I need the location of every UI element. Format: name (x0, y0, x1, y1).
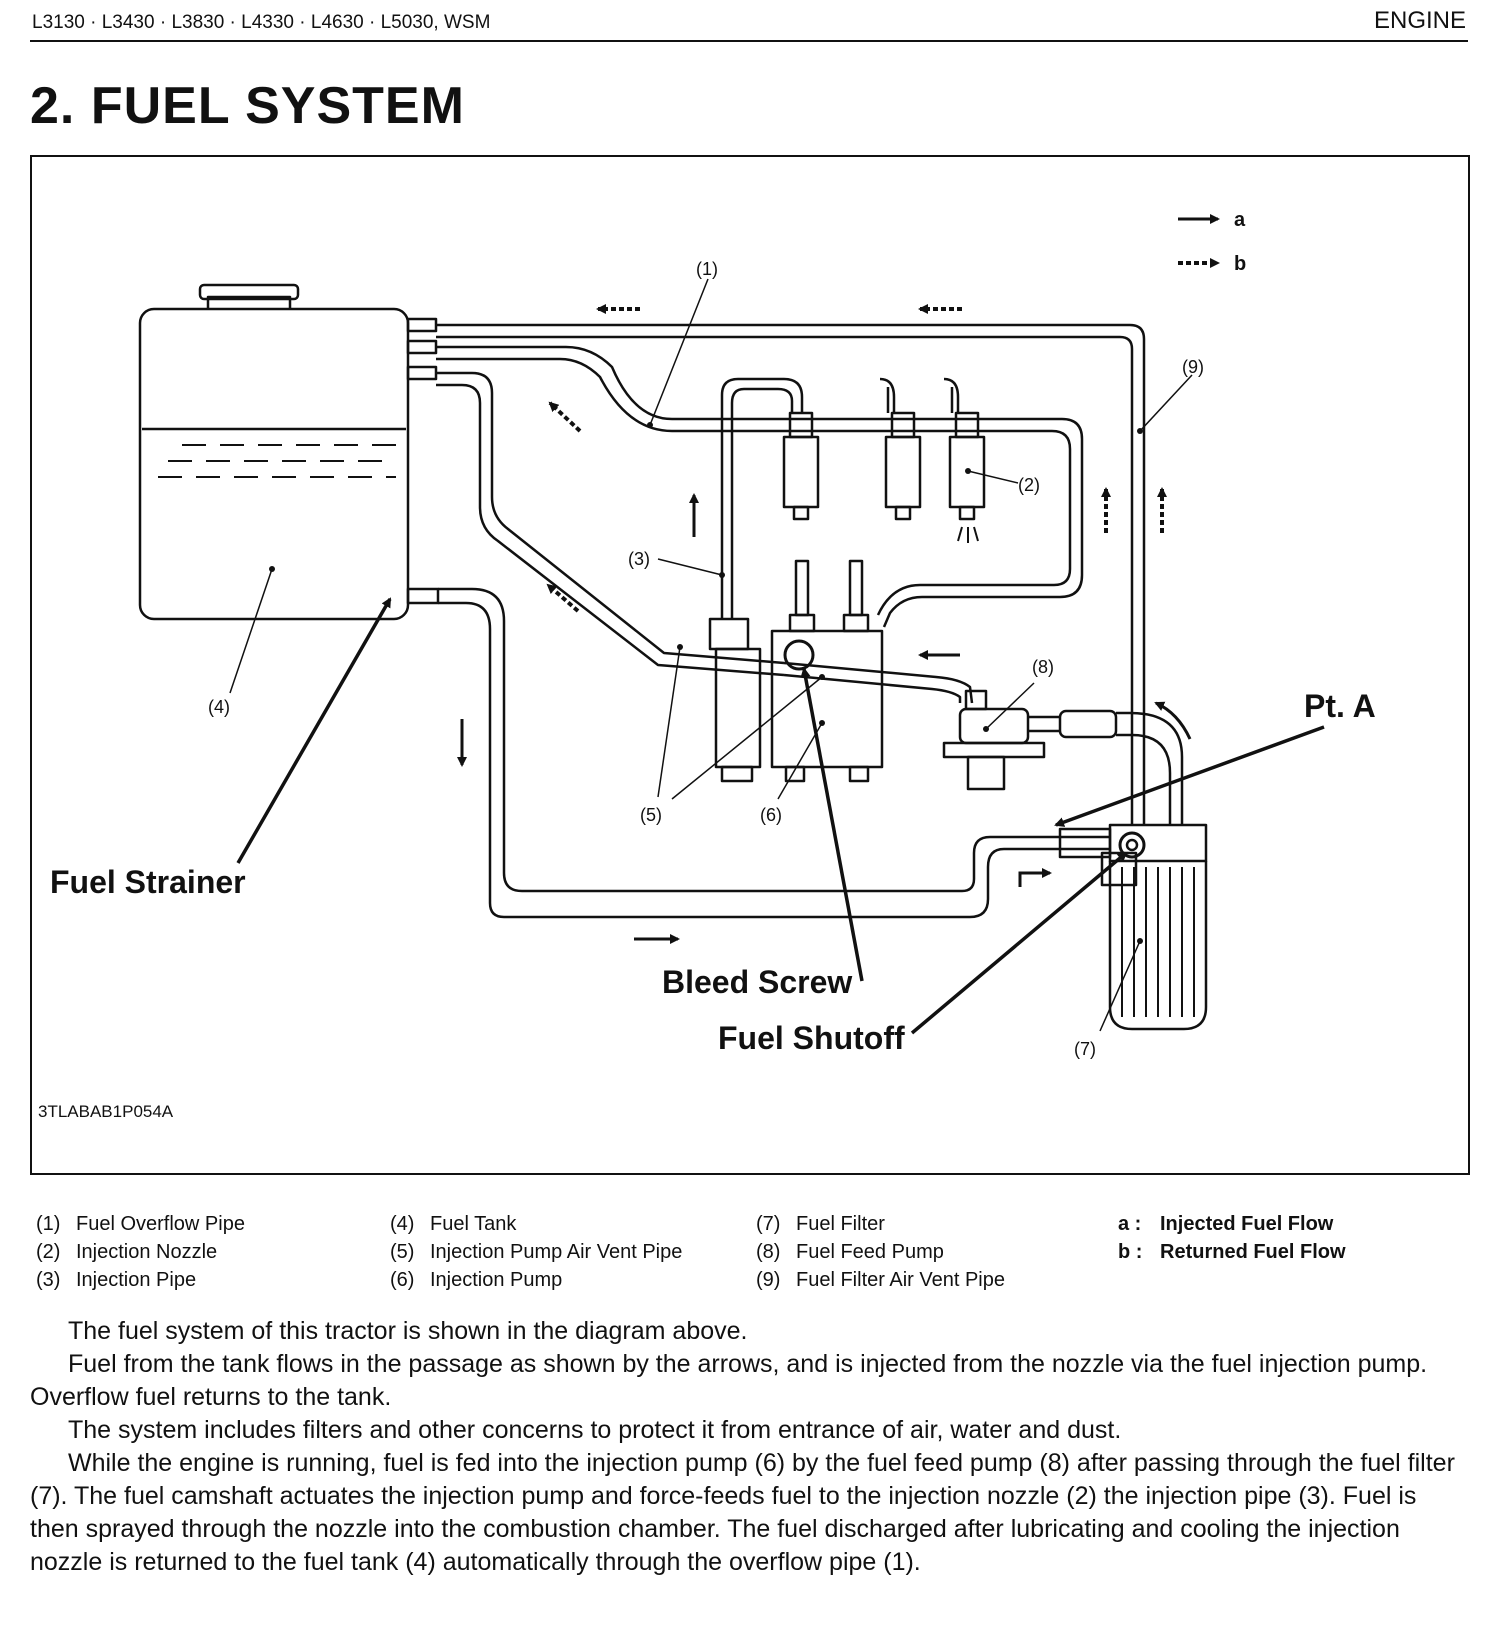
fuel-filter (1100, 823, 1208, 1031)
legend-item: (5)Injection Pump Air Vent Pipe (390, 1241, 683, 1263)
callout-7: (7) (1074, 1039, 1096, 1059)
flow-key-a: a (1234, 209, 1246, 231)
paragraph: The system includes filters and other co… (68, 1416, 1122, 1444)
legend-item: (3)Injection Pipe (36, 1269, 197, 1291)
legend-item: a :Injected Fuel Flow (1118, 1213, 1334, 1235)
figure-code: 3TLABAB1P054A (38, 1102, 174, 1121)
legend-flow-key: a :Injected Fuel Flow b :Returned Fuel F… (1118, 1210, 1346, 1266)
paragraph: Fuel from the tank flows in the passage … (30, 1350, 1428, 1411)
fuel-overflow-pipe (436, 323, 1146, 825)
legend-column-3: (7)Fuel Filter (8)Fuel Feed Pump (9)Fuel… (756, 1210, 1005, 1294)
callout-5: (5) (640, 805, 662, 825)
diagram-text: a b (1) (9) (2) (3) (4) (8) (5) (6) (7) … (38, 209, 1376, 1121)
legend-item: (8)Fuel Feed Pump (756, 1241, 944, 1263)
leader-dots (269, 422, 1143, 944)
callout-9: (9) (1182, 357, 1204, 377)
legend-column-1: (1)Fuel Overflow Pipe (2)Injection Nozzl… (36, 1210, 245, 1294)
bleed-screw-label: Bleed Screw (662, 964, 852, 1000)
callout-3: (3) (628, 549, 650, 569)
annotation-arrows (236, 597, 1325, 1035)
diagram-drawing: a b (1) (9) (2) (3) (4) (8) (5) (6) (7) … (38, 209, 1376, 1121)
fuel-system-diagram: a b (1) (9) (2) (3) (4) (8) (5) (6) (7) … (30, 155, 1470, 1175)
fuel-supply-pipe (438, 587, 1112, 919)
fuel-feed-pump (942, 689, 1184, 825)
fuel-strainer-label: Fuel Strainer (50, 864, 246, 900)
callout-4: (4) (208, 697, 230, 717)
legend-item: (6)Injection Pump (390, 1269, 563, 1291)
returned-flow-arrows (546, 258, 1220, 613)
callout-1: (1) (696, 259, 718, 279)
fuel-shutoff-label: Fuel Shutoff (718, 1020, 905, 1056)
paragraph: The fuel system of this tractor is shown… (68, 1317, 748, 1345)
description-text: The fuel system of this tractor is shown… (30, 1315, 1470, 1579)
callout-2: (2) (1018, 475, 1040, 495)
paragraph: While the engine is running, fuel is fed… (30, 1449, 1455, 1576)
legend-item: b :Returned Fuel Flow (1118, 1241, 1346, 1263)
legend-item: (2)Injection Nozzle (36, 1241, 218, 1263)
pt-a-label: Pt. A (1304, 688, 1376, 724)
legend-item: (9)Fuel Filter Air Vent Pipe (756, 1269, 1005, 1291)
page-header: L3130 · L3430 · L3830 · L4330 · L4630 · … (30, 7, 1468, 42)
legend-column-2: (4)Fuel Tank (5)Injection Pump Air Vent … (390, 1210, 682, 1294)
callout-6: (6) (760, 805, 782, 825)
section-name: ENGINE (1373, 7, 1466, 34)
flow-key-b: b (1234, 253, 1246, 275)
injection-pipe (720, 377, 804, 619)
page-title: 2. FUEL SYSTEM (30, 77, 465, 135)
callout-8: (8) (1032, 657, 1054, 677)
injected-flow-arrows (457, 214, 1220, 944)
injection-pump (708, 559, 974, 783)
legend-item: (4)Fuel Tank (390, 1213, 517, 1235)
legend-item: (7)Fuel Filter (756, 1213, 885, 1235)
injection-nozzles (782, 377, 986, 543)
model-list: L3130 · L3430 · L3830 · L4330 · L4630 · … (32, 12, 491, 33)
fuel-tank (138, 283, 440, 621)
legend-item: (1)Fuel Overflow Pipe (36, 1213, 245, 1235)
